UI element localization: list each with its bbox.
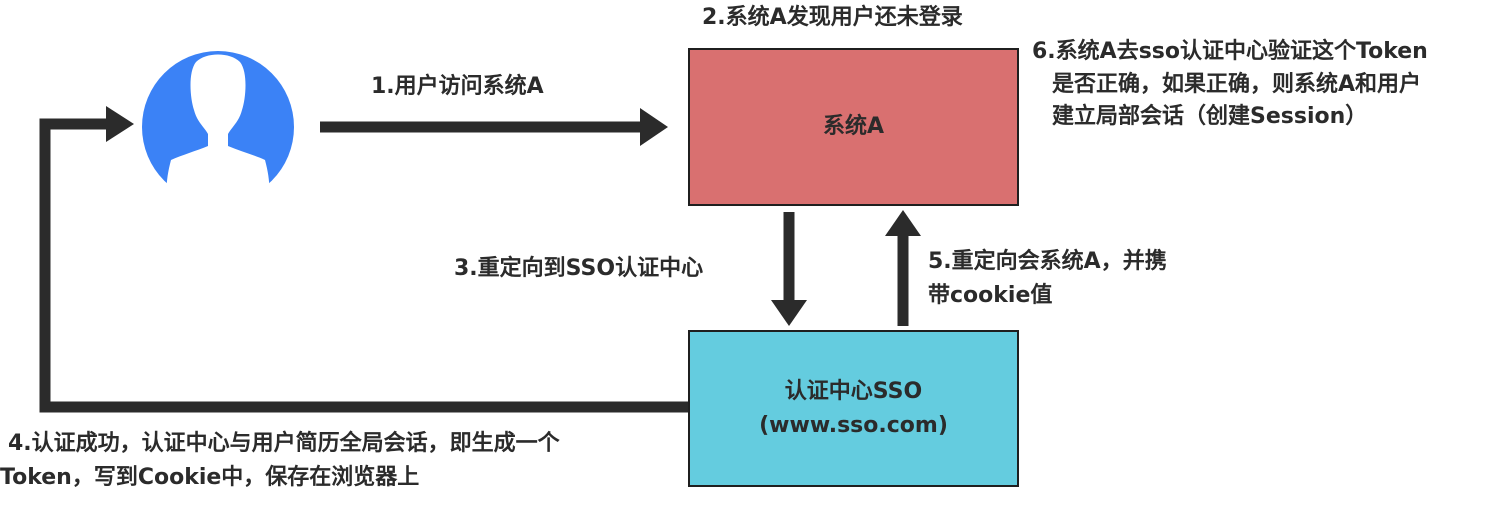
- arrow-sso-to-system-a: [885, 210, 921, 326]
- system-a-label: 系统A: [822, 114, 885, 139]
- sso-label-name: 认证中心SSO: [784, 378, 923, 404]
- step-6-label-line2: 是否正确，如果正确，则系统A和用户: [1052, 72, 1422, 97]
- arrow-user-to-system-a: [320, 108, 668, 146]
- sso-label-url: (www.sso.com): [759, 412, 948, 438]
- system-a-box: 系统A: [688, 48, 1019, 206]
- step-1-label: 1.用户访问系统A: [371, 74, 544, 99]
- user-avatar-icon: [142, 51, 294, 216]
- step-6-label-line1: 6.系统A去sso认证中心验证这个Token: [1032, 39, 1428, 64]
- arrow-system-a-to-sso: [771, 212, 807, 326]
- step-6-label-line3: 建立局部会话（创建Session）: [1052, 104, 1368, 129]
- step-3-label: 3.重定向到SSO认证中心: [454, 256, 704, 281]
- step-4-label-line2: Token，写到Cookie中，保存在浏览器上: [0, 465, 420, 490]
- step-2-label: 2.系统A发现用户还未登录: [702, 5, 963, 30]
- arrow-sso-to-user: [39, 106, 690, 413]
- step-5-label-line1: 5.重定向会系统A，并携: [928, 249, 1167, 274]
- step-4-label-line1: 4.认证成功，认证中心与用户简历全局会话，即生成一个: [8, 431, 560, 456]
- step-5-label-line2: 带cookie值: [928, 283, 1053, 308]
- sso-box: 认证中心SSO (www.sso.com): [688, 330, 1019, 487]
